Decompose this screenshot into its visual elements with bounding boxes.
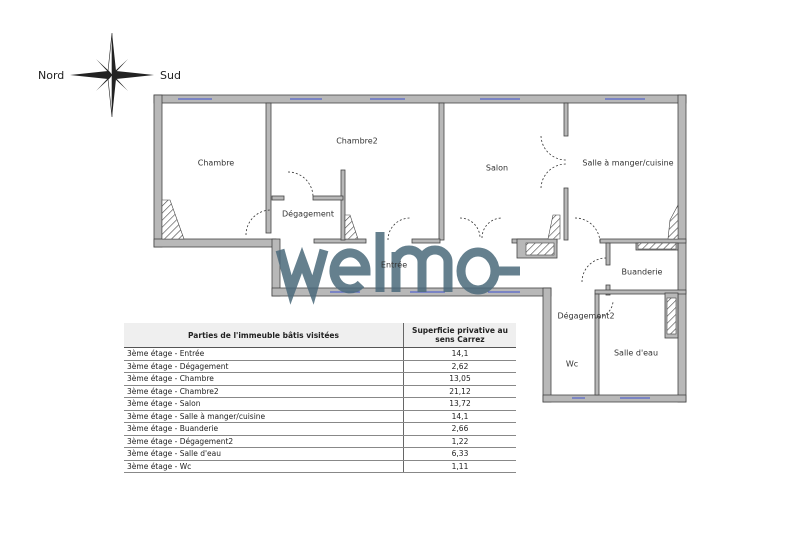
row-surface: 2,62 <box>403 360 516 373</box>
row-surface: 1,11 <box>403 460 516 473</box>
row-surface: 2,66 <box>403 422 516 436</box>
windows <box>178 98 650 399</box>
row-part: 3ème étage - Salle à manger/cuisine <box>124 410 404 423</box>
row-surface: 14,1 <box>403 410 516 423</box>
room-label-wc: Wc <box>565 359 579 369</box>
hatched-ducts <box>161 199 679 335</box>
row-part: 3ème étage - Entrée <box>124 347 404 361</box>
row-part: 3ème étage - Wc <box>124 460 404 473</box>
room-label-degagement: Dégagement <box>282 209 334 219</box>
row-part: 3ème étage - Chambre2 <box>124 385 404 398</box>
row-part: 3ème étage - Dégagement2 <box>124 435 404 448</box>
room-label-buanderie: Buanderie <box>621 267 663 277</box>
room-label-chambre2: Chambre2 <box>336 136 378 146</box>
compass-north-label: Nord <box>38 69 65 82</box>
row-part: 3ème étage - Salle d'eau <box>124 447 404 461</box>
compass-south-label: Sud <box>160 69 181 82</box>
room-label-degagement2: Dégagement2 <box>557 311 615 321</box>
row-surface: 21,12 <box>403 385 516 398</box>
header-superficie: Superficie privative au sens Carrez <box>403 323 516 348</box>
row-surface: 14,1 <box>403 347 516 361</box>
row-surface: 6,33 <box>403 447 516 461</box>
header-parties: Parties de l'immeuble bâtis visitées <box>124 323 404 348</box>
row-surface: 1,22 <box>403 435 516 448</box>
row-part: 3ème étage - Salon <box>124 397 404 411</box>
room-label-salon: Salon <box>485 163 509 173</box>
row-surface: 13,72 <box>403 397 516 411</box>
welmo-watermark-logo <box>275 232 520 305</box>
row-part: 3ème étage - Chambre <box>124 372 404 386</box>
compass-rose-icon <box>70 32 154 118</box>
row-part: 3ème étage - Dégagement <box>124 360 404 373</box>
door-swings <box>245 135 614 319</box>
room-label-salle-a-manger: Salle à manger/cuisine <box>582 158 674 168</box>
surface-table: Parties de l'immeuble bâtis visitées Sup… <box>124 323 516 473</box>
table-header-row: Parties de l'immeuble bâtis visitées Sup… <box>124 323 516 348</box>
row-part: 3ème étage - Buanderie <box>124 422 404 436</box>
row-surface: 13,05 <box>403 372 516 386</box>
room-label-salle-eau: Salle d'eau <box>613 348 659 358</box>
room-label-chambre: Chambre <box>197 158 235 168</box>
room-label-entree: Entrée <box>380 260 408 270</box>
